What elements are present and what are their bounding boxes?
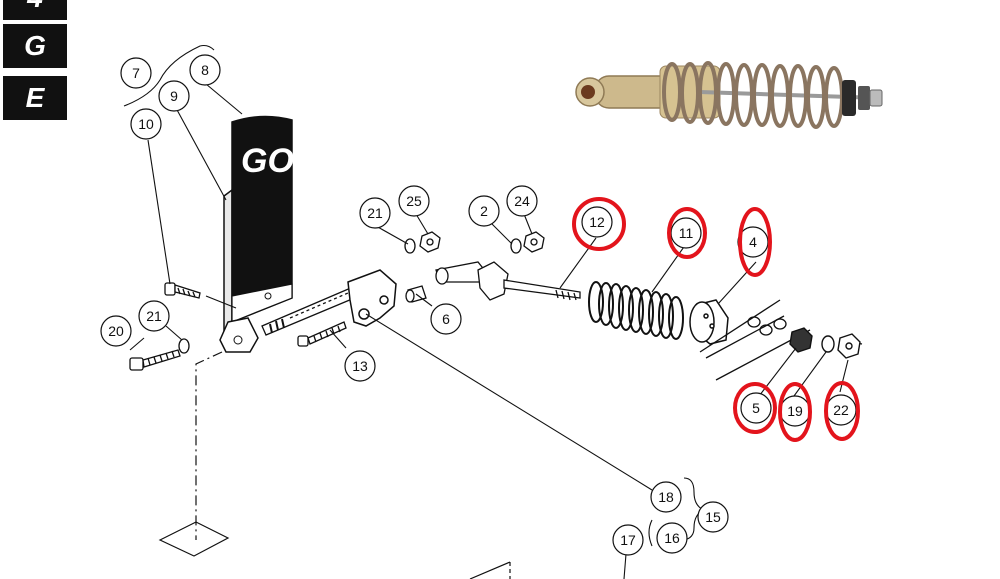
callouts: 7 8 9 10 21 25 2 24 12 11 4 6 13 20 21 5… bbox=[100, 54, 860, 556]
svg-text:19: 19 bbox=[787, 403, 803, 419]
svg-text:10: 10 bbox=[138, 116, 154, 132]
svg-text:11: 11 bbox=[679, 225, 694, 241]
side-tab-4: 4 bbox=[3, 0, 67, 20]
callout-4: 4 bbox=[737, 207, 772, 277]
svg-text:9: 9 bbox=[170, 88, 178, 104]
callout-21-top: 21 bbox=[359, 197, 391, 229]
svg-text:24: 24 bbox=[514, 193, 530, 209]
pivot-bolt bbox=[129, 338, 190, 371]
svg-text:17: 17 bbox=[620, 532, 636, 548]
callout-12: 12 bbox=[572, 197, 626, 251]
callout-15: 15 bbox=[697, 501, 729, 533]
callout-13: 13 bbox=[344, 350, 376, 382]
washer-nut-top-left bbox=[404, 231, 441, 254]
spring-cup bbox=[689, 299, 729, 345]
callout-8: 8 bbox=[189, 54, 221, 86]
bolt-13 bbox=[297, 321, 347, 347]
callout-10: 10 bbox=[130, 108, 162, 140]
svg-text:15: 15 bbox=[705, 509, 721, 525]
callout-11: 11 bbox=[667, 207, 707, 259]
svg-text:21: 21 bbox=[146, 308, 162, 324]
washer-nut-top-right bbox=[510, 231, 545, 254]
svg-text:12: 12 bbox=[589, 214, 605, 230]
callout-6: 6 bbox=[430, 303, 462, 335]
svg-text:25: 25 bbox=[406, 193, 422, 209]
floor-reference bbox=[158, 351, 511, 579]
callout-25: 25 bbox=[398, 185, 430, 217]
lever-bracket bbox=[347, 269, 397, 327]
svg-text:20: 20 bbox=[108, 323, 124, 339]
svg-text:5: 5 bbox=[752, 400, 760, 416]
spring-assembly-photo bbox=[575, 61, 883, 129]
callout-2: 2 bbox=[468, 195, 500, 227]
svg-text:6: 6 bbox=[442, 311, 450, 327]
callout-17: 17 bbox=[612, 524, 644, 556]
pedal-bolt bbox=[164, 282, 201, 299]
callout-20: 20 bbox=[100, 315, 132, 347]
svg-text:4: 4 bbox=[749, 234, 757, 250]
leader-lines bbox=[123, 44, 849, 579]
side-tab-e: E bbox=[3, 76, 67, 120]
svg-text:22: 22 bbox=[833, 402, 849, 418]
svg-text:16: 16 bbox=[664, 530, 680, 546]
callout-5: 5 bbox=[733, 382, 777, 434]
callout-18: 18 bbox=[650, 481, 682, 513]
callout-19: 19 bbox=[778, 382, 812, 442]
pedal-label: GO bbox=[241, 142, 294, 180]
side-tab-g: G bbox=[3, 24, 67, 68]
callout-16: 16 bbox=[656, 522, 688, 554]
callout-9: 9 bbox=[158, 80, 190, 112]
accelerator-pedal: GO bbox=[219, 115, 294, 353]
callout-24: 24 bbox=[506, 185, 538, 217]
svg-text:2: 2 bbox=[480, 203, 488, 219]
svg-text:7: 7 bbox=[132, 65, 140, 81]
svg-text:8: 8 bbox=[201, 62, 209, 78]
callout-7: 7 bbox=[120, 57, 152, 89]
spring-rod bbox=[435, 261, 581, 301]
compression-spring bbox=[588, 281, 684, 340]
callout-21-left: 21 bbox=[138, 300, 170, 332]
callout-22: 22 bbox=[824, 381, 860, 441]
hardware-5-19-22 bbox=[789, 327, 861, 359]
svg-text:21: 21 bbox=[367, 205, 383, 221]
svg-text:18: 18 bbox=[658, 489, 674, 505]
svg-text:13: 13 bbox=[352, 358, 368, 374]
